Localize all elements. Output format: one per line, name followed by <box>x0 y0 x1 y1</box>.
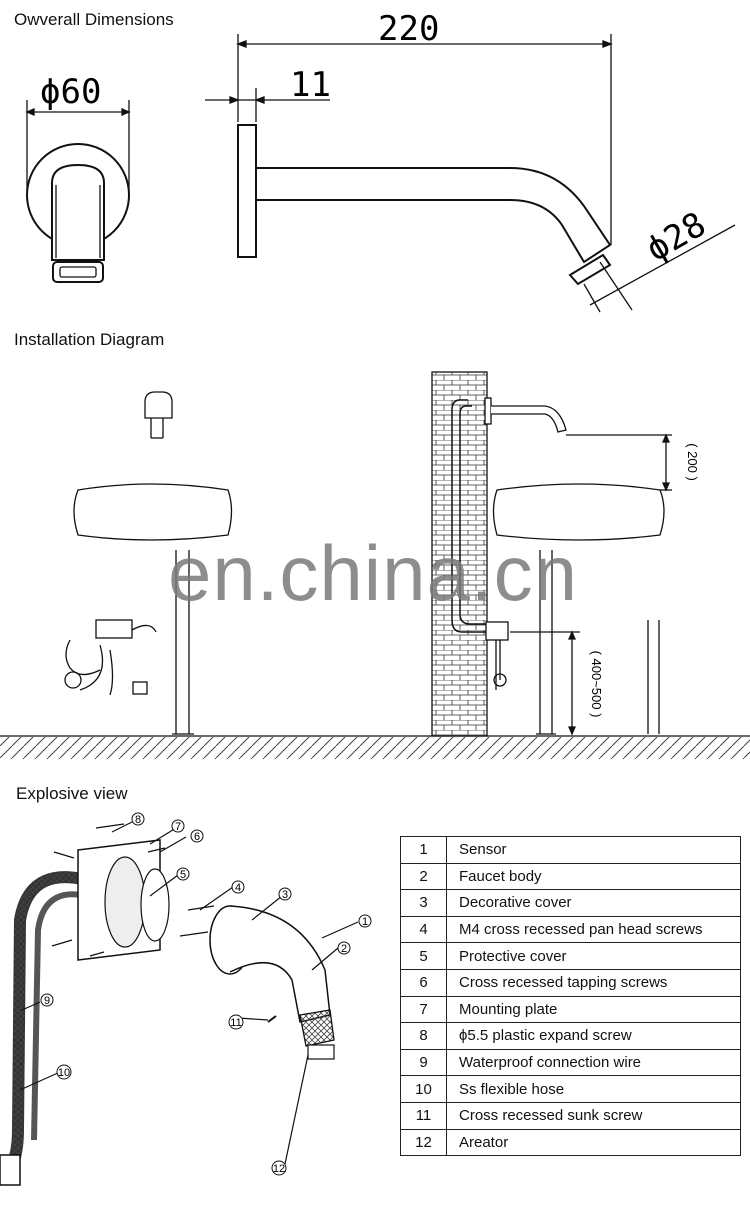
callout-5: 5 <box>176 867 190 881</box>
part-name: Cross recessed sunk screw <box>446 1101 741 1130</box>
svg-text:5: 5 <box>180 869 186 881</box>
svg-text:6: 6 <box>194 831 200 843</box>
callout-1: 1 <box>358 914 372 928</box>
callout-3: 3 <box>278 887 292 901</box>
part-name: Faucet body <box>446 862 741 891</box>
sensor <box>299 1009 335 1047</box>
part-name: Protective cover <box>446 942 741 970</box>
callout-11: 11 <box>228 1014 244 1030</box>
part-number: 7 <box>400 995 447 1024</box>
callout-4: 4 <box>231 880 245 894</box>
part-name: Cross recessed tapping screws <box>446 968 741 997</box>
faucet-side-small <box>491 405 567 433</box>
part-number: 10 <box>400 1075 447 1103</box>
svg-text:12: 12 <box>273 1163 285 1175</box>
flange-side-view <box>237 124 257 258</box>
part-name: Ss flexible hose <box>446 1075 741 1103</box>
callout-6: 6 <box>190 829 204 843</box>
label-height-200: ( 200 ) <box>685 443 700 481</box>
part-name: Areator <box>446 1128 741 1157</box>
part-number: 2 <box>400 862 447 891</box>
callout-10: 10 <box>56 1064 72 1080</box>
callout-7: 7 <box>171 819 185 833</box>
label-height-400-500: ( 400~500 ) <box>589 651 604 718</box>
part-number: 12 <box>400 1128 447 1157</box>
part-number: 1 <box>400 836 447 864</box>
dim-length: 220 <box>378 9 439 49</box>
callout-8: 8 <box>131 812 145 826</box>
svg-text:4: 4 <box>235 882 241 894</box>
section-title-installation-diagram: Installation Diagram <box>14 330 165 349</box>
callout-2: 2 <box>337 941 351 955</box>
dim-flange-diameter: ϕ60 <box>40 72 101 112</box>
floor-hatch <box>0 737 750 759</box>
part-number: 5 <box>400 942 447 970</box>
watermark: en.china.cn <box>168 529 578 617</box>
svg-text:1: 1 <box>362 916 368 928</box>
callout-9: 9 <box>40 993 54 1007</box>
part-name: ϕ5.5 plastic expand screw <box>446 1022 741 1050</box>
dim-flange-thickness: 11 <box>290 65 331 105</box>
protective-cover <box>104 856 146 948</box>
basin-left <box>73 483 233 541</box>
section-title-explosive-view: Explosive view <box>16 784 128 803</box>
part-number: 8 <box>400 1022 447 1050</box>
socket-left <box>132 681 148 695</box>
svg-text:8: 8 <box>135 814 141 826</box>
callout-12: 12 <box>271 1160 287 1176</box>
svg-text:3: 3 <box>282 889 288 901</box>
explosive-view-drawing: 1 2 3 4 5 6 7 8 9 10 11 12 <box>0 812 372 1186</box>
svg-text:11: 11 <box>230 1017 241 1029</box>
section-title-overall-dimensions: Owverall Dimensions <box>14 10 174 29</box>
svg-text:9: 9 <box>44 995 50 1007</box>
part-name: Decorative cover <box>446 889 741 917</box>
part-name: Waterproof connection wire <box>446 1048 741 1077</box>
part-name: M4 cross recessed pan head screws <box>446 915 741 944</box>
part-number: 11 <box>400 1101 447 1130</box>
faucet-body <box>229 905 331 1023</box>
svg-text:7: 7 <box>175 821 181 833</box>
part-number: 6 <box>400 968 447 997</box>
part-name: Sensor <box>446 836 741 864</box>
svg-text:2: 2 <box>341 943 347 955</box>
svg-text:10: 10 <box>58 1067 70 1079</box>
basin-right <box>492 483 665 541</box>
valve-left <box>64 671 82 689</box>
aerator <box>307 1044 335 1060</box>
part-number: 3 <box>400 889 447 917</box>
faucet-front-small <box>144 391 173 419</box>
part-name: Mounting plate <box>446 995 741 1024</box>
installation-diagram: ( 200 ) ( 400~500 ) <box>0 371 750 759</box>
dim-spout-diameter: ϕ28 <box>640 204 713 269</box>
spout-front-view <box>51 163 105 261</box>
spout-side-view <box>256 167 612 264</box>
part-number: 4 <box>400 915 447 944</box>
control-box-left <box>95 619 133 639</box>
part-number: 9 <box>400 1048 447 1077</box>
overall-dimensions-drawing: ϕ60 220 11 ϕ28 <box>25 9 736 313</box>
control-box-right <box>485 621 509 641</box>
